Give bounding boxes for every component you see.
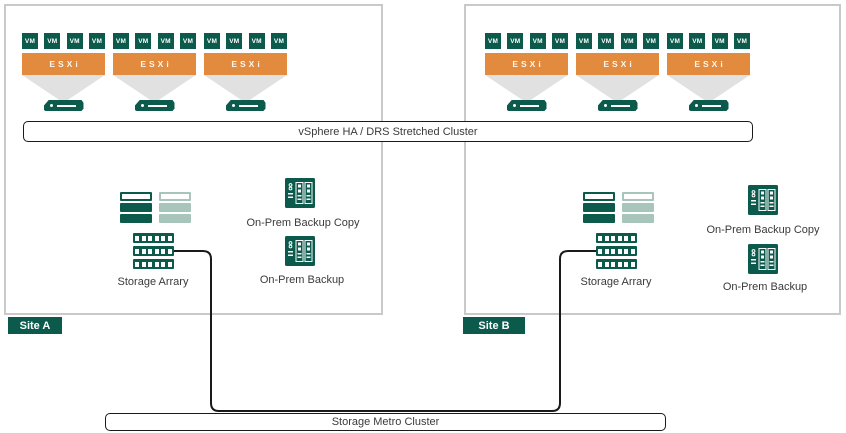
- vm-icon: VM: [485, 33, 501, 49]
- disk-shelf: [133, 259, 174, 269]
- vm-icon: VM: [733, 33, 750, 49]
- funnel-icon: [113, 75, 196, 100]
- vm-row: VM VM VM VM: [204, 33, 287, 49]
- site-a-box: VM VM VM VM ESXi VM VM VM VM ESXi VM: [4, 4, 383, 315]
- vm-icon: VM: [711, 33, 728, 49]
- esxi-host-unit: VM VM VM VM ESXi: [204, 33, 287, 111]
- funnel-icon: [576, 75, 659, 100]
- vm-icon: VM: [135, 33, 152, 49]
- onprem-backup-icon: [748, 244, 778, 274]
- vm-row: VM VM VM VM: [667, 33, 750, 49]
- host-server-disk-icon: [134, 100, 175, 111]
- esxi-host-bar: ESXi: [204, 53, 287, 75]
- vm-icon: VM: [204, 33, 220, 49]
- host-server-disk-icon: [43, 100, 84, 111]
- disk-shelf: [133, 233, 174, 243]
- vm-icon: VM: [44, 33, 61, 49]
- vm-icon: VM: [620, 33, 637, 49]
- host-server-disk-icon: [688, 100, 729, 111]
- disk-shelf: [133, 246, 174, 256]
- host-server-disk-icon: [225, 100, 266, 111]
- host-server-disk-icon: [597, 100, 638, 111]
- vm-icon: VM: [598, 33, 615, 49]
- esxi-host-unit: VM VM VM VM ESXi: [576, 33, 659, 111]
- disk-shelf: [596, 246, 637, 256]
- vm-icon: VM: [507, 33, 524, 49]
- vm-row: VM VM VM VM: [113, 33, 196, 49]
- onprem-backup-copy-label: On-Prem Backup Copy: [706, 224, 820, 236]
- esxi-host-unit: VM VM VM VM ESXi: [22, 33, 105, 111]
- disk-shelves-icon: [596, 233, 637, 269]
- storage-controller-dark-icon: [583, 192, 615, 223]
- vm-row: VM VM VM VM: [576, 33, 659, 49]
- vm-icon: VM: [113, 33, 129, 49]
- vm-icon: VM: [179, 33, 196, 49]
- esxi-host-bar: ESXi: [113, 53, 196, 75]
- storage-array-label: Storage Arrary: [580, 276, 652, 288]
- vm-row: VM VM VM VM: [485, 33, 568, 49]
- onprem-backup-label: On-Prem Backup: [259, 274, 345, 286]
- esxi-host-unit: VM VM VM VM ESXi: [485, 33, 568, 111]
- onprem-backup-copy-label: On-Prem Backup Copy: [246, 217, 360, 229]
- vm-icon: VM: [226, 33, 243, 49]
- disk-shelves-icon: [133, 233, 174, 269]
- vm-icon: VM: [157, 33, 174, 49]
- host-server-disk-icon: [506, 100, 547, 111]
- onprem-backup-label: On-Prem Backup: [722, 281, 808, 293]
- storage-controller-dark-icon: [120, 192, 152, 223]
- onprem-backup-copy-icon: [748, 185, 778, 215]
- onprem-backup-copy-icon: [285, 178, 315, 208]
- disk-shelf: [596, 259, 637, 269]
- vm-icon: VM: [667, 33, 683, 49]
- funnel-icon: [667, 75, 750, 100]
- funnel-icon: [22, 75, 105, 100]
- storage-metro-cluster-banner: Storage Metro Cluster: [105, 413, 666, 431]
- storage-controller-light-icon: [159, 192, 191, 223]
- site-a-badge: Site A: [8, 317, 62, 334]
- esxi-host-unit: VM VM VM VM ESXi: [667, 33, 750, 111]
- storage-array-label: Storage Arrary: [117, 276, 189, 288]
- esxi-host-bar: ESXi: [485, 53, 568, 75]
- esxi-host-bar: ESXi: [667, 53, 750, 75]
- vm-row: VM VM VM VM: [22, 33, 105, 49]
- site-b-box: VM VM VM VM ESXi VM VM VM VM ESXi VM: [464, 4, 841, 315]
- esxi-host-unit: VM VM VM VM ESXi: [113, 33, 196, 111]
- vm-icon: VM: [551, 33, 568, 49]
- vsphere-cluster-banner: vSphere HA / DRS Stretched Cluster: [23, 121, 753, 142]
- vm-icon: VM: [576, 33, 592, 49]
- vm-icon: VM: [689, 33, 706, 49]
- disk-shelf: [596, 233, 637, 243]
- site-b-badge: Site B: [463, 317, 525, 334]
- vm-icon: VM: [642, 33, 659, 49]
- vm-icon: VM: [88, 33, 105, 49]
- onprem-backup-icon: [285, 236, 315, 266]
- funnel-icon: [485, 75, 568, 100]
- vm-icon: VM: [22, 33, 38, 49]
- vm-icon: VM: [529, 33, 546, 49]
- vm-icon: VM: [270, 33, 287, 49]
- vm-icon: VM: [66, 33, 83, 49]
- esxi-host-bar: ESXi: [576, 53, 659, 75]
- funnel-icon: [204, 75, 287, 100]
- esxi-host-bar: ESXi: [22, 53, 105, 75]
- storage-controller-light-icon: [622, 192, 654, 223]
- vm-icon: VM: [248, 33, 265, 49]
